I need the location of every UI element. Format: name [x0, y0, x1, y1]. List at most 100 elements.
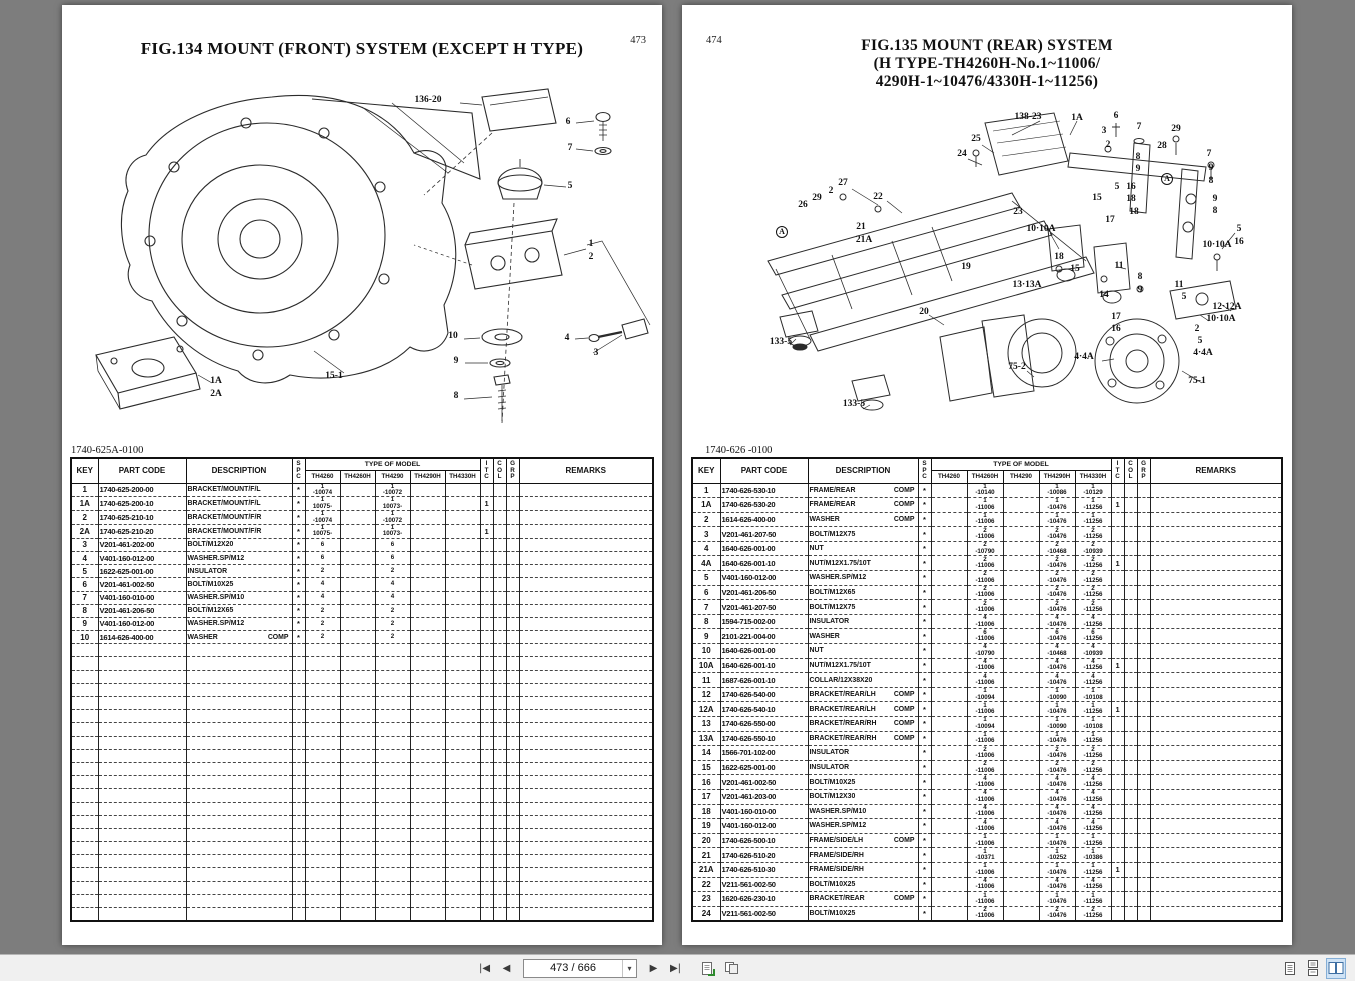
first-page-button[interactable]: |◀ [474, 957, 495, 979]
continuous-view-button[interactable] [1303, 958, 1323, 979]
description-cell [185, 775, 293, 789]
spc-cell: * [917, 658, 932, 673]
model-cell [374, 907, 411, 921]
col-cell [1123, 497, 1138, 513]
facing-pages-view-button[interactable] [1326, 957, 1346, 979]
model-cell [444, 894, 481, 908]
model-cell [409, 656, 446, 671]
model-cell [444, 524, 481, 539]
model-cell [304, 762, 341, 776]
page-number-input[interactable]: 473 / 666 ▾ [523, 958, 637, 978]
remarks-cell [1149, 891, 1283, 907]
key-cell: 20 [691, 833, 721, 848]
key-cell [70, 881, 99, 895]
col-cell [1123, 818, 1138, 834]
spc-cell: * [291, 564, 306, 578]
itc-cell [1110, 628, 1125, 644]
single-page-view-button[interactable] [1280, 958, 1300, 979]
itc-cell [1110, 599, 1125, 615]
key-cell: 6 [70, 577, 99, 591]
key-cell [70, 867, 99, 882]
part-code-cell: V201-461-206-50 [97, 604, 187, 618]
model-cell [304, 696, 341, 710]
next-page-button[interactable]: ▶ [643, 957, 664, 979]
key-cell: 24 [691, 906, 721, 921]
diagram-callout: 11 [1174, 280, 1184, 290]
comp-suffix: COMP [893, 895, 915, 903]
description-cell [185, 815, 293, 829]
empty-row [70, 854, 654, 868]
model-cell [444, 496, 481, 511]
empty-row [70, 815, 654, 829]
model-cell [930, 701, 968, 717]
model-cell [930, 774, 968, 790]
model-cell [930, 789, 968, 805]
diagram-callout: 12·12A [1212, 302, 1242, 312]
model-cell [304, 815, 341, 829]
model-cell [304, 749, 341, 763]
part-code-cell: 1594-715-002-00 [719, 614, 809, 629]
diagram-callout: 20 [919, 307, 929, 317]
key-cell [70, 670, 99, 684]
diagram-callout: 17 [1105, 215, 1115, 225]
model-cell [1002, 658, 1040, 673]
diagram-callout: 133-5 [769, 337, 793, 347]
model-cell [339, 802, 376, 816]
diagram-callout: 10 [448, 331, 458, 341]
spc-cell: * [917, 847, 932, 863]
diagram-callout: 133-5 [842, 399, 866, 409]
col-cell [1123, 628, 1138, 644]
itc-cell [479, 643, 494, 657]
itc-cell [479, 591, 494, 605]
part-code-cell [97, 709, 187, 723]
diagram-callout: 1A [1071, 113, 1083, 123]
model-cell [930, 833, 968, 848]
model-cell: 1-10094 [966, 716, 1004, 732]
model-cell: 1-10094 [966, 687, 1004, 702]
export-page-button[interactable] [697, 957, 718, 979]
copy-page-button[interactable] [721, 957, 742, 979]
model-cell: 2-10468 [1038, 541, 1076, 556]
diagram-callout: 21 [856, 222, 866, 232]
model-cell [409, 802, 446, 816]
model-cell [339, 762, 376, 776]
model-cell: 4-10476 [1038, 789, 1076, 805]
model-cell [339, 736, 376, 750]
col-cell [1123, 716, 1138, 732]
model-cell [444, 841, 481, 855]
part-code-cell: V201-461-207-50 [719, 599, 809, 615]
model-cell [444, 802, 481, 816]
model-cell [930, 804, 968, 819]
model-cell: 4-11006 [966, 672, 1004, 688]
remarks-cell [1149, 745, 1283, 761]
diagram-callout: 8 [1208, 176, 1214, 186]
dropdown-caret-icon[interactable]: ▾ [622, 959, 636, 977]
model-cell [374, 643, 411, 657]
model-cell: 2-10476 [1038, 526, 1076, 542]
grp-cell [1136, 818, 1151, 834]
col-cell [1123, 789, 1138, 805]
col-cell [492, 656, 507, 671]
document-canvas[interactable]: 473 FIG.134 MOUNT (FRONT) SYSTEM (EXCEPT… [0, 0, 1355, 954]
key-cell: 2A [70, 524, 99, 539]
grp-cell [505, 907, 520, 921]
single-page-view-icon [1285, 961, 1295, 975]
part-code-cell: V201-461-202-00 [97, 538, 187, 552]
model-cell: 2 [374, 630, 411, 644]
diagram-callout: A [1161, 173, 1173, 185]
last-page-button[interactable]: ▶| [665, 957, 686, 979]
model-cell [444, 775, 481, 789]
previous-page-button[interactable]: ◀ [496, 957, 517, 979]
model-cell [1002, 716, 1040, 732]
itc-cell [1110, 818, 1125, 834]
itc-cell [479, 907, 494, 921]
